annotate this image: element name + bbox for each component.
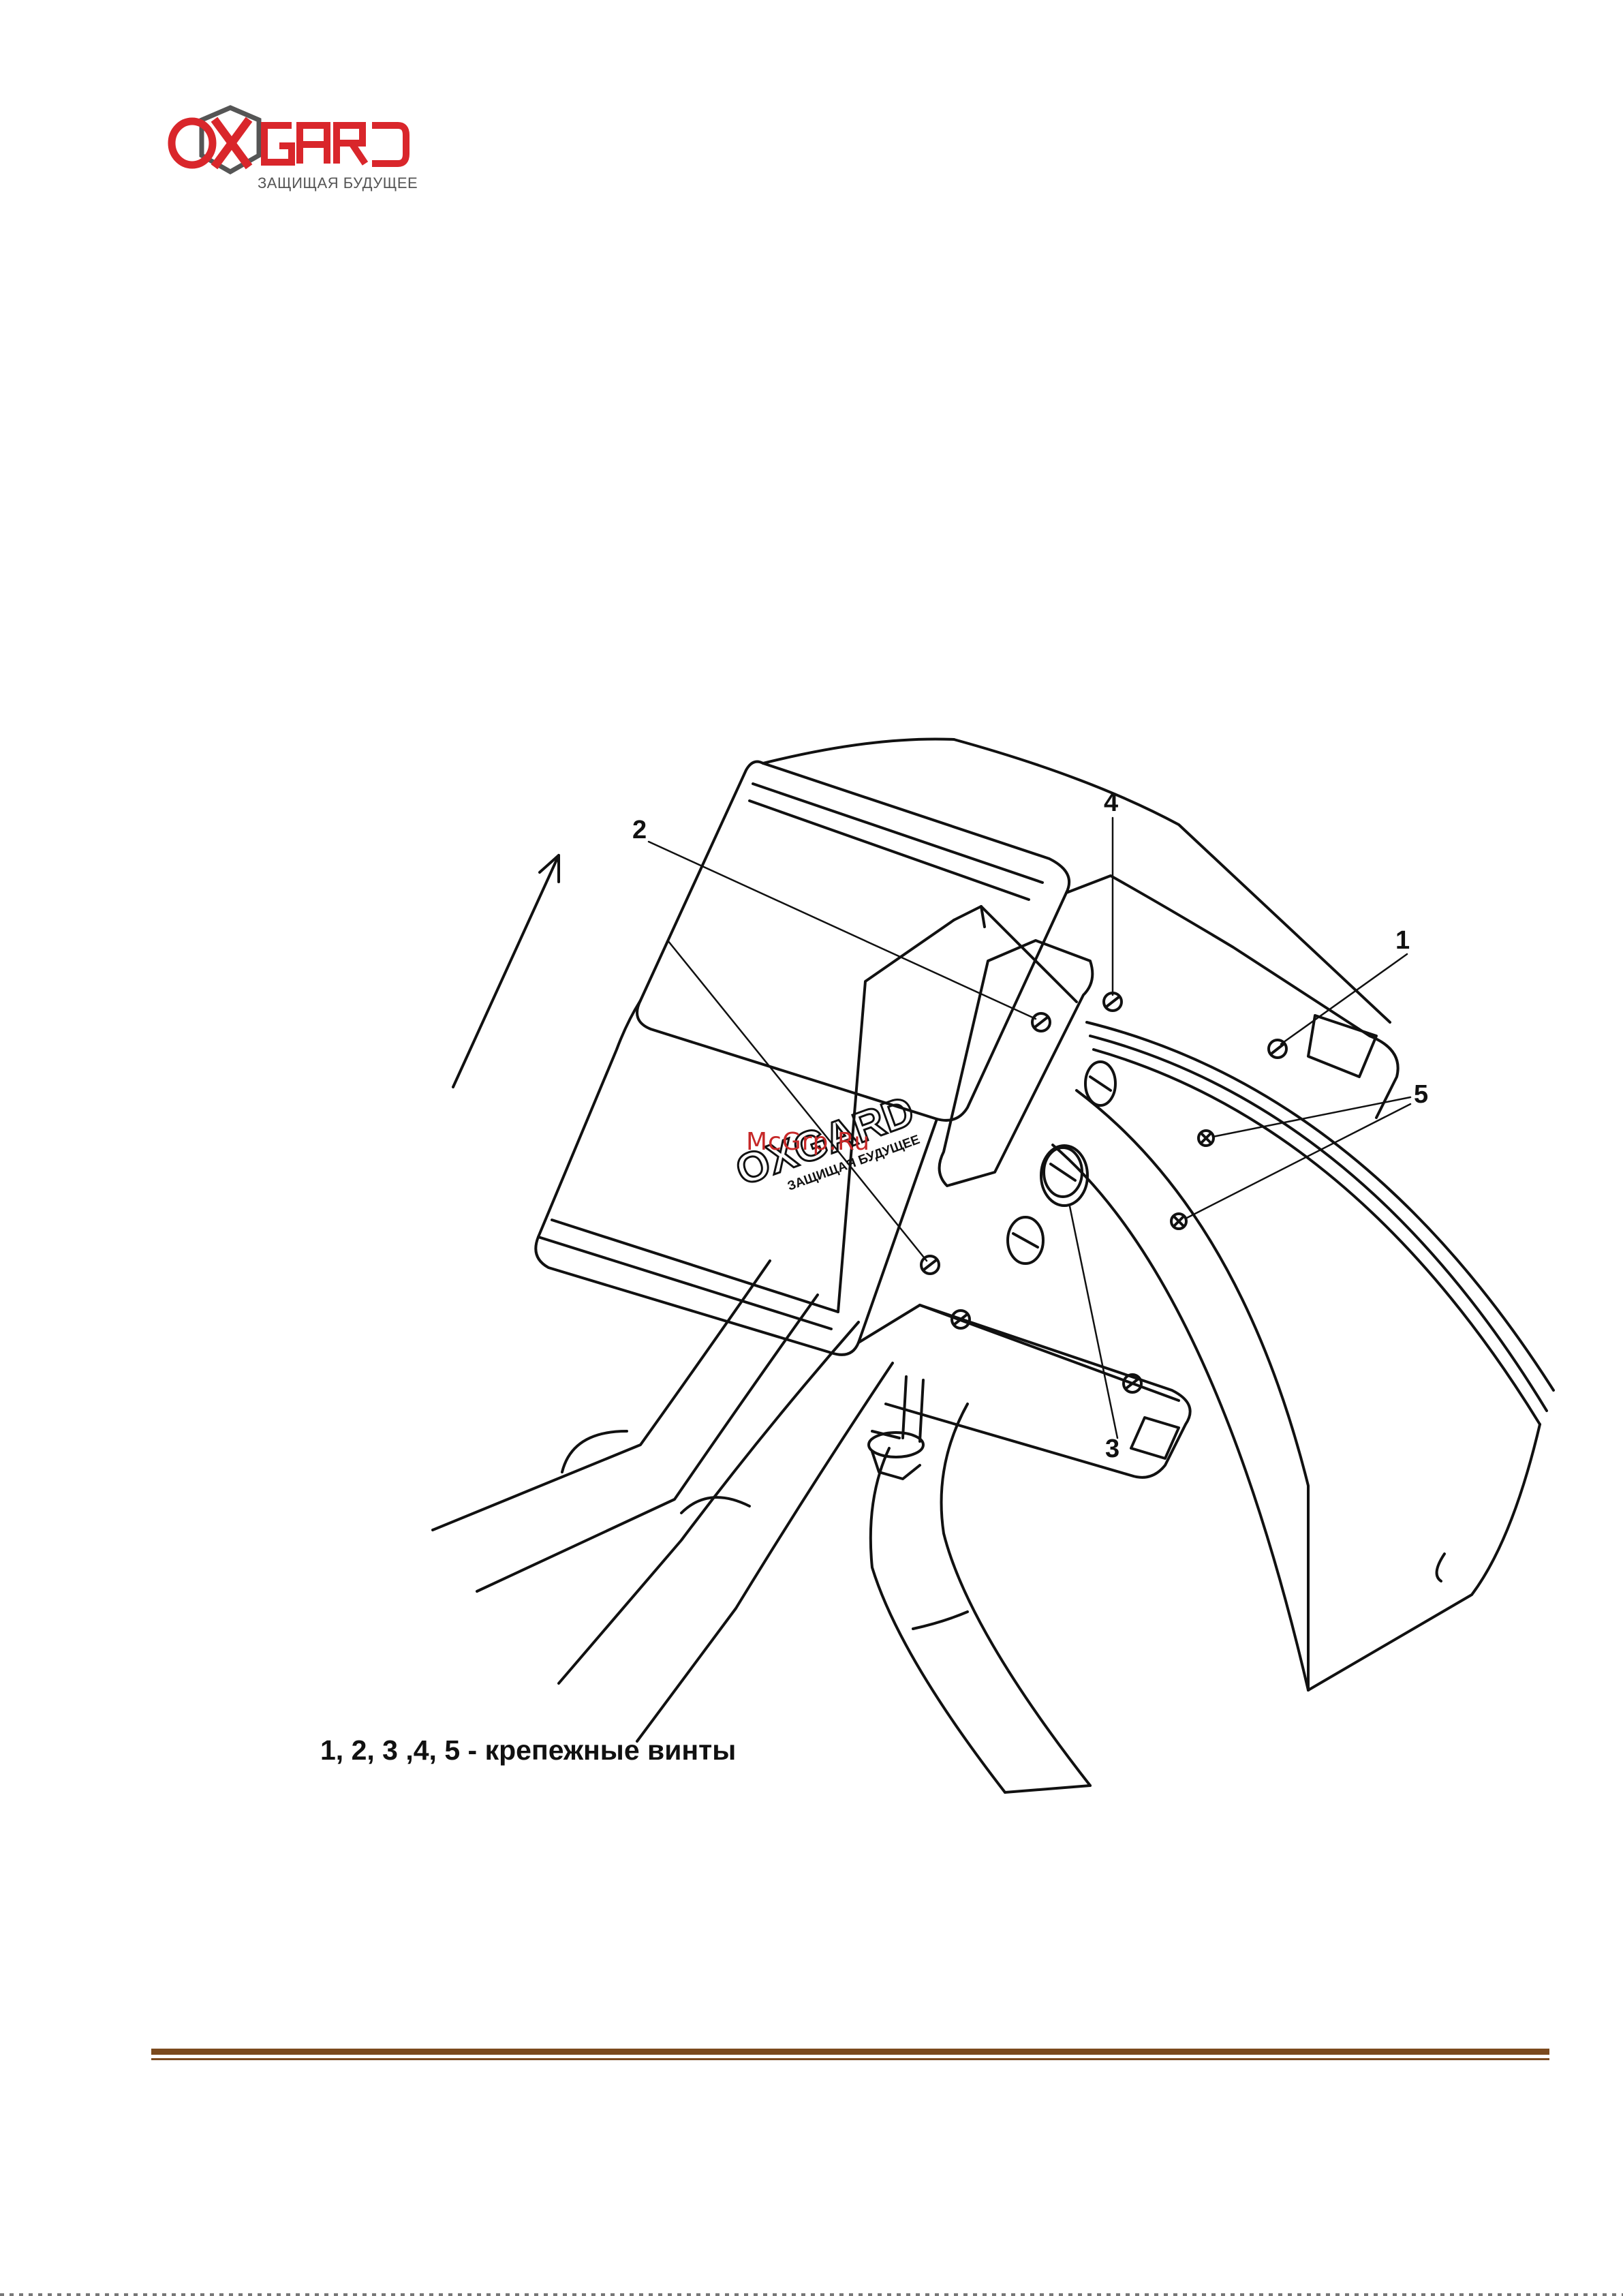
footer-rule	[151, 2049, 1549, 2055]
callout-1: 1	[1395, 926, 1410, 955]
screw-icon	[1199, 1131, 1214, 1146]
curved-plate	[1053, 1022, 1554, 1690]
logo-tagline: ЗАЩИЩАЯ БУДУЩЕЕ	[258, 174, 418, 192]
bottom-dotted-line	[0, 2293, 1623, 2296]
callout-3: 3	[1105, 1435, 1119, 1463]
assembly-drawing: OXGARD ЗАЩИЩАЯ БУДУЩЕЕ 1 2 3 4 5	[273, 736, 1581, 1826]
figure-caption: 1, 2, 3 ,4, 5 - крепежные винты	[320, 1734, 736, 1766]
logo-mark: ЗАЩИЩАЯ БУДУЩЕЕ	[164, 95, 422, 204]
callout-4: 4	[1104, 789, 1118, 817]
callout-5: 5	[1414, 1080, 1428, 1109]
hoses	[433, 1261, 1090, 1792]
callout-2: 2	[632, 816, 647, 844]
oxgard-logo: ЗАЩИЩАЯ БУДУЩЕЕ	[164, 95, 422, 204]
slotted-screw-icon	[1008, 1217, 1043, 1264]
screw-icon	[1171, 1214, 1186, 1229]
slotted-screw-icon	[1085, 1062, 1115, 1105]
screw-icon	[952, 1311, 970, 1328]
direction-arrow-icon	[453, 855, 559, 1087]
adjustment-knob	[869, 1377, 923, 1479]
screw-icon	[1032, 1013, 1050, 1031]
watermark: McGrp.Ru	[746, 1128, 870, 1156]
footer-rule-thin	[151, 2058, 1549, 2060]
